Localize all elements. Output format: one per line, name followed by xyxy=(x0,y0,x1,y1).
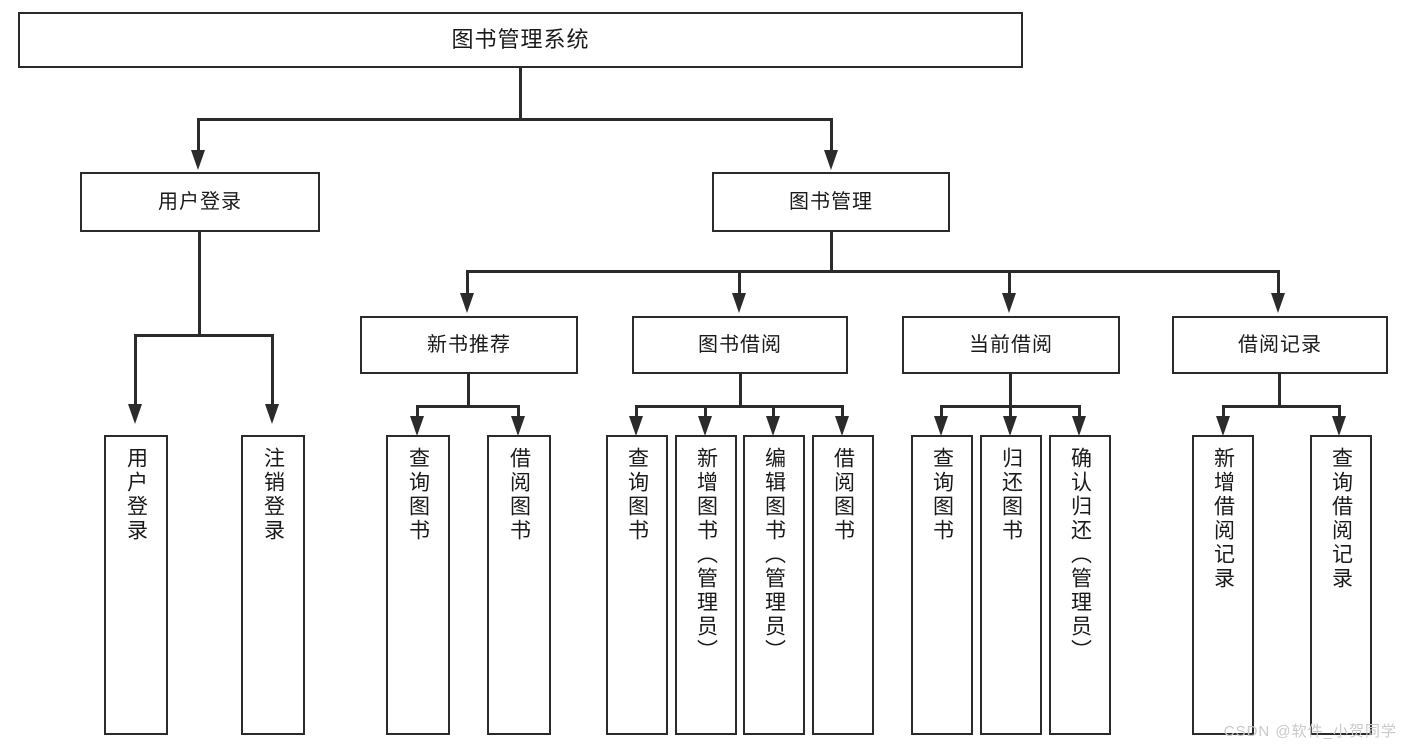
connector-borrow-record-bar xyxy=(1222,405,1340,408)
connector-new-book-to-leaf-2 xyxy=(517,405,520,419)
leaf-new-book-1[interactable]: 查询图书 xyxy=(386,435,450,735)
leaf-label: 新增借阅记录 xyxy=(1211,447,1235,591)
connector-book-borrow-bar xyxy=(635,405,844,408)
leaf-label: 查询借阅记录 xyxy=(1329,447,1353,591)
connector-user-login-bar xyxy=(134,334,274,337)
arrowhead-book-borrow-leaf-1 xyxy=(629,416,643,436)
node-borrow-record[interactable]: 借阅记录 xyxy=(1172,316,1388,374)
connector-book-manage-stem xyxy=(830,232,833,272)
leaf-label: 确认归还（管理员） xyxy=(1068,447,1092,663)
connector-root-to-book-manage xyxy=(830,118,833,154)
leaf-current-borrow-3[interactable]: 确认归还（管理员） xyxy=(1049,435,1111,735)
node-user-login[interactable]: 用户登录 xyxy=(80,172,320,232)
connector-user-login-to-leaf-2 xyxy=(271,334,274,406)
leaf-label: 查询图书 xyxy=(930,447,954,543)
leaf-label: 新增图书（管理员） xyxy=(694,447,718,663)
arrowhead-current-borrow-leaf-3 xyxy=(1072,416,1086,436)
connector-book-manage-to-borrow-record xyxy=(1277,270,1280,296)
leaf-borrow-record-1[interactable]: 新增借阅记录 xyxy=(1192,435,1254,735)
connector-root-to-user-login xyxy=(197,118,200,154)
arrowhead-root-to-user-login xyxy=(191,150,205,170)
leaf-label: 借阅图书 xyxy=(831,447,855,543)
node-current-borrow[interactable]: 当前借阅 xyxy=(902,316,1120,374)
node-root-system[interactable]: 图书管理系统 xyxy=(18,12,1023,68)
leaf-borrow-record-2[interactable]: 查询借阅记录 xyxy=(1310,435,1372,735)
node-book-manage[interactable]: 图书管理 xyxy=(712,172,950,232)
arrowhead-user-login-leaf-1 xyxy=(128,404,142,424)
leaf-book-borrow-3[interactable]: 编辑图书（管理员） xyxy=(743,435,805,735)
arrowhead-current-borrow xyxy=(1002,293,1016,313)
connector-root-stem xyxy=(519,68,522,120)
leaf-new-book-2[interactable]: 借阅图书 xyxy=(487,435,551,735)
leaf-current-borrow-1[interactable]: 查询图书 xyxy=(911,435,973,735)
connector-user-login-stem xyxy=(198,232,201,336)
node-book-borrow[interactable]: 图书借阅 xyxy=(632,316,848,374)
arrowhead-root-to-book-manage xyxy=(824,150,838,170)
leaf-label: 用户登录 xyxy=(124,447,148,543)
node-label: 借阅记录 xyxy=(1238,333,1322,356)
node-label: 用户登录 xyxy=(158,190,242,213)
node-label: 新书推荐 xyxy=(427,333,511,356)
connector-book-manage-to-current-borrow xyxy=(1008,270,1011,296)
arrowhead-borrow-record xyxy=(1271,293,1285,313)
leaf-label: 注销登录 xyxy=(261,447,285,543)
connector-new-book-bar xyxy=(416,405,520,408)
arrowhead-borrow-record-leaf-2 xyxy=(1332,416,1346,436)
node-new-book-recommend[interactable]: 新书推荐 xyxy=(360,316,578,374)
arrowhead-current-borrow-leaf-1 xyxy=(934,416,948,436)
leaf-book-borrow-2[interactable]: 新增图书（管理员） xyxy=(675,435,737,735)
arrowhead-book-borrow xyxy=(732,293,746,313)
leaf-book-borrow-1[interactable]: 查询图书 xyxy=(606,435,668,735)
leaf-label: 编辑图书（管理员） xyxy=(762,447,786,663)
arrowhead-new-book-leaf-2 xyxy=(511,416,525,436)
arrowhead-borrow-record-leaf-1 xyxy=(1216,416,1230,436)
connector-book-borrow-to-leaf-1 xyxy=(635,405,638,419)
arrowhead-book-borrow-leaf-2 xyxy=(698,416,712,436)
node-label: 当前借阅 xyxy=(969,333,1053,356)
leaf-current-borrow-2[interactable]: 归还图书 xyxy=(980,435,1042,735)
connector-current-borrow-to-leaf-1 xyxy=(940,405,943,419)
connector-book-manage-to-new-book xyxy=(466,270,469,296)
connector-current-borrow-stem xyxy=(1009,374,1012,408)
leaf-book-borrow-4[interactable]: 借阅图书 xyxy=(812,435,874,735)
node-label: 图书管理 xyxy=(789,190,873,213)
leaf-label: 归还图书 xyxy=(999,447,1023,543)
arrowhead-book-borrow-leaf-3 xyxy=(766,416,780,436)
connector-book-borrow-to-leaf-4 xyxy=(841,405,844,419)
connector-borrow-record-to-leaf-1 xyxy=(1222,405,1225,419)
leaf-label: 查询图书 xyxy=(406,447,430,543)
connector-current-borrow-to-leaf-3 xyxy=(1078,405,1081,419)
arrowhead-new-book-leaf-1 xyxy=(410,416,424,436)
connector-user-login-to-leaf-1 xyxy=(134,334,137,406)
connector-book-borrow-to-leaf-3 xyxy=(772,405,775,419)
leaf-label: 查询图书 xyxy=(625,447,649,543)
connector-book-borrow-stem xyxy=(739,374,742,408)
node-label: 图书管理系统 xyxy=(451,27,590,53)
connector-book-borrow-to-leaf-2 xyxy=(704,405,707,419)
arrowhead-user-login-leaf-2 xyxy=(265,404,279,424)
arrowhead-book-borrow-leaf-4 xyxy=(835,416,849,436)
watermark: CSDN @软件_小贺同学 xyxy=(1223,723,1397,740)
arrowhead-new-book-recommend xyxy=(460,293,474,313)
leaf-label: 借阅图书 xyxy=(507,447,531,543)
arrowhead-current-borrow-leaf-2 xyxy=(1003,416,1017,436)
connector-borrow-record-to-leaf-2 xyxy=(1338,405,1341,419)
connector-book-manage-bar xyxy=(466,270,1280,273)
connector-new-book-stem xyxy=(467,374,470,408)
leaf-user-login-1[interactable]: 用户登录 xyxy=(104,435,168,735)
node-label: 图书借阅 xyxy=(698,333,782,356)
leaf-user-login-2[interactable]: 注销登录 xyxy=(241,435,305,735)
connector-new-book-to-leaf-1 xyxy=(416,405,419,419)
connector-borrow-record-stem xyxy=(1278,374,1281,408)
connector-book-manage-to-book-borrow xyxy=(738,270,741,296)
connector-current-borrow-to-leaf-2 xyxy=(1009,405,1012,419)
connector-root-bar xyxy=(197,118,833,121)
